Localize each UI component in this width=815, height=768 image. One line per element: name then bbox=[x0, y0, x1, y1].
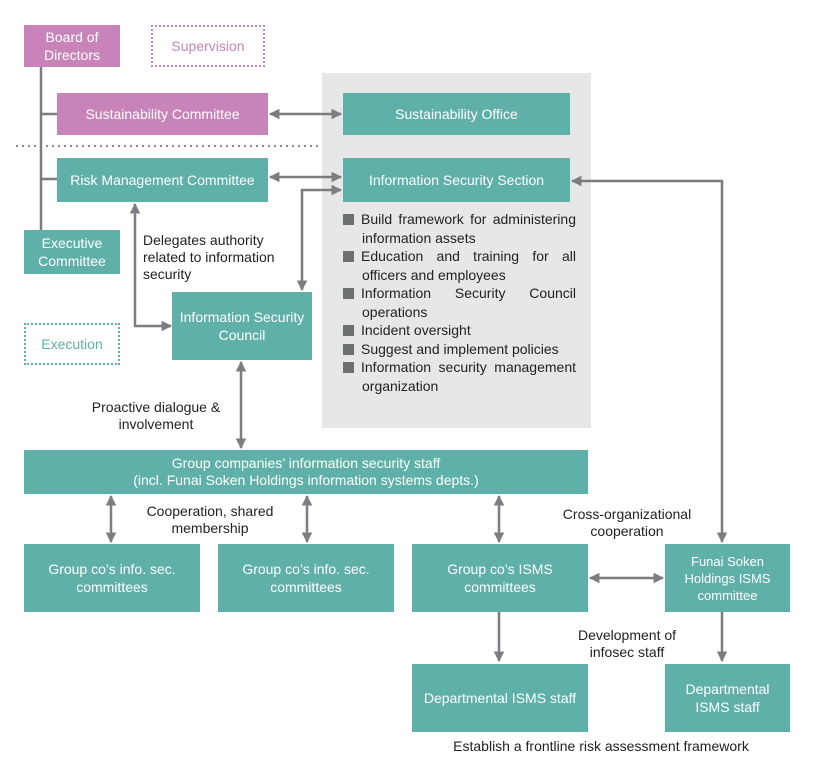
task-item: Suggest and implement policies bbox=[343, 340, 576, 359]
supervision-legend: Supervision bbox=[151, 25, 265, 67]
executive-committee-box: Executive Committee bbox=[24, 230, 120, 274]
departmental-isms-staff-box-1: Departmental ISMS staff bbox=[412, 664, 588, 732]
delegates-label: Delegates authority related to informati… bbox=[143, 232, 275, 282]
task-item: Information security management organiza… bbox=[343, 358, 576, 395]
cross-org-label: Cross-organizational cooperation bbox=[562, 506, 692, 539]
information-security-section-box: Information Security Section bbox=[343, 158, 570, 202]
section-funai-arrow bbox=[570, 175, 728, 544]
task-item: Build framework for administering inform… bbox=[343, 210, 576, 247]
square-bullet-icon bbox=[343, 362, 354, 373]
task-item: Incident oversight bbox=[343, 321, 576, 340]
section-task-list: Build framework for administering inform… bbox=[343, 210, 576, 395]
group-committees-box-2: Group co’s info. sec. committees bbox=[218, 544, 394, 612]
cooperation-label: Cooperation, shared membership bbox=[146, 503, 274, 536]
development-label: Development of infosec staff bbox=[577, 627, 677, 660]
sustainability-office-box: Sustainability Office bbox=[343, 93, 570, 135]
task-item: Information Security Council operations bbox=[343, 284, 576, 321]
group-committees-box-1: Group co’s info. sec. committees bbox=[24, 544, 200, 612]
group-isms-committees-box: Group co’s ISMS committees bbox=[412, 544, 588, 612]
group-security-staff-box: Group companies’ information security st… bbox=[24, 450, 588, 494]
task-item: Education and training for all officers … bbox=[343, 247, 576, 284]
proactive-dialogue-label: Proactive dialogue & involvement bbox=[91, 399, 221, 432]
sustainability-committee-box: Sustainability Committee bbox=[57, 93, 268, 135]
board-of-directors-box: Board of Directors bbox=[24, 25, 120, 67]
delegation-arrow bbox=[129, 202, 173, 332]
square-bullet-icon bbox=[343, 288, 354, 299]
execution-legend: Execution bbox=[24, 323, 120, 365]
council-section-arrow bbox=[296, 184, 343, 292]
funai-isms-committee-box: Funai Soken Holdings ISMS committee bbox=[665, 544, 790, 612]
information-security-council-box: Information Security Council bbox=[172, 292, 312, 360]
frontline-label: Establish a frontline risk assessment fr… bbox=[453, 738, 749, 754]
square-bullet-icon bbox=[343, 251, 354, 262]
risk-management-committee-box: Risk Management Committee bbox=[57, 158, 268, 202]
square-bullet-icon bbox=[343, 343, 354, 355]
square-bullet-icon bbox=[343, 325, 354, 336]
group-staff-line-1: Group companies’ information security st… bbox=[171, 455, 441, 471]
departmental-isms-staff-box-2: Departmental ISMS staff bbox=[665, 664, 790, 732]
square-bullet-icon bbox=[343, 214, 354, 225]
group-staff-line-2: (incl. Funai Soken Holdings information … bbox=[133, 472, 479, 488]
